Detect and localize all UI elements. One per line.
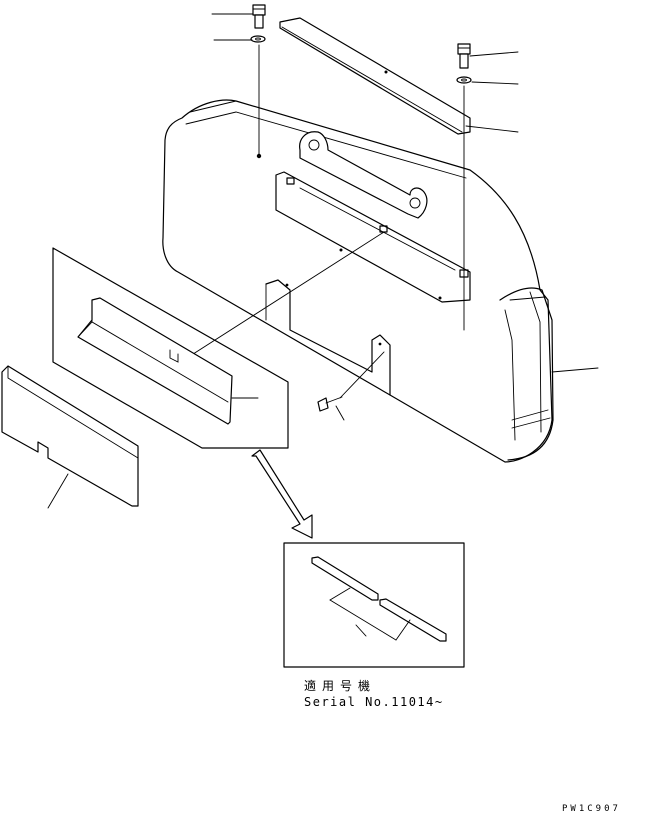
washer-right (456, 76, 472, 84)
bolt-right (457, 43, 471, 69)
washer-left (250, 35, 266, 43)
applicability-japanese-label: 適用号機 (304, 679, 377, 693)
direction-arrow (251, 449, 313, 539)
pad (1, 365, 139, 507)
assembly-lines (189, 44, 465, 399)
bolt-left (252, 4, 266, 29)
detail-panel (52, 247, 289, 449)
counterweight-body (162, 99, 554, 463)
inset-box (283, 542, 465, 668)
serial-number-label: Serial No.11014~ (304, 695, 444, 709)
leader-lines (47, 13, 599, 509)
drawing-code: PW1C907 (562, 804, 621, 814)
top-plate (279, 17, 471, 135)
screw (317, 396, 343, 412)
